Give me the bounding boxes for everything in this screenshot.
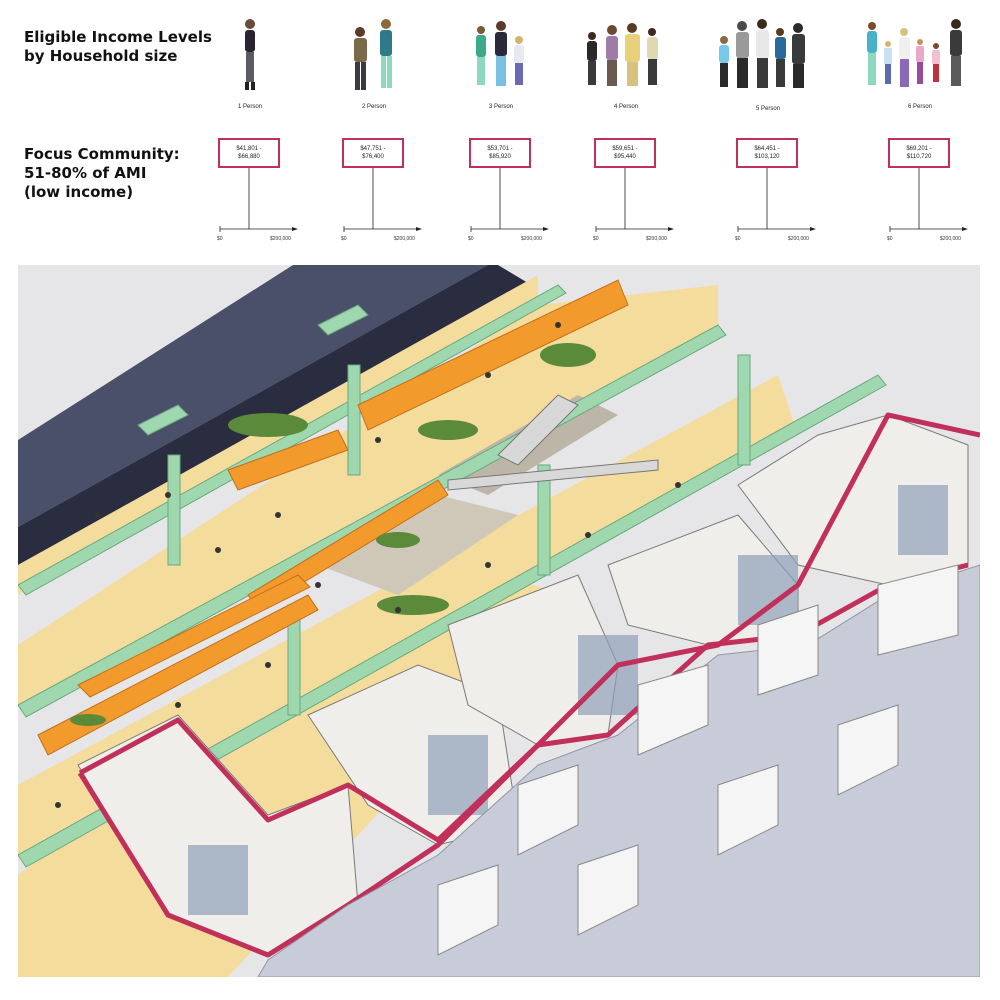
income-range-text: $53,701 - $85,920 bbox=[487, 146, 513, 160]
axonometric-building-section bbox=[18, 265, 980, 977]
axis-max-label: $200,000 bbox=[394, 236, 415, 242]
income-axis bbox=[470, 168, 549, 232]
focus-community-title: Focus Community: 51-80% of AMI (low inco… bbox=[24, 145, 180, 201]
income-range-box: $47,751 - $76,400 bbox=[342, 138, 404, 168]
income-range-box: $69,201 - $110,720 bbox=[888, 138, 950, 168]
income-range-text: $59,651 - $95,440 bbox=[612, 146, 638, 160]
person-group-2-icon bbox=[354, 19, 392, 90]
axis-max-label: $200,000 bbox=[270, 236, 291, 242]
income-axis bbox=[219, 168, 298, 232]
escalator bbox=[447, 394, 659, 491]
income-axis bbox=[889, 168, 968, 232]
axis-max-label: $200,000 bbox=[646, 236, 667, 242]
axis-min-label: $0 bbox=[735, 236, 741, 242]
income-range-text: $41,801 - $66,880 bbox=[236, 146, 262, 160]
household-column-2: 2 Person $47,751 - $76,400 $0 $200,000 bbox=[314, 0, 434, 250]
person-group-3-icon bbox=[476, 21, 524, 86]
household-label: 4 Person bbox=[613, 104, 638, 110]
household-column-6: 6 Person $69,201 - $110,720 $0 $200,000 bbox=[860, 0, 980, 250]
income-range-box: $59,651 - $95,440 bbox=[594, 138, 656, 168]
income-axis bbox=[343, 168, 422, 232]
income-range-box: $64,451 - $103,120 bbox=[736, 138, 798, 168]
axis-min-label: $0 bbox=[887, 236, 893, 242]
orange-walkway-railings bbox=[37, 279, 629, 756]
household-label: 6 Person bbox=[907, 104, 932, 110]
household-column-4: 4 Person $59,651 - $95,440 $0 $200,000 bbox=[566, 0, 686, 250]
income-range-box: $53,701 - $85,920 bbox=[469, 138, 531, 168]
income-axis bbox=[595, 168, 674, 232]
unit-glazing bbox=[188, 485, 948, 915]
people-figures bbox=[55, 322, 681, 808]
axis-min-label: $0 bbox=[217, 236, 223, 242]
household-label: 1 Person bbox=[237, 104, 262, 110]
axis-max-label: $200,000 bbox=[788, 236, 809, 242]
atrium-void bbox=[318, 495, 518, 595]
affordable-housing-outline-lower bbox=[77, 562, 969, 958]
person-group-4-icon bbox=[587, 23, 658, 86]
axis-min-label: $0 bbox=[341, 236, 347, 242]
income-range-text: $47,751 - $76,400 bbox=[360, 146, 386, 160]
household-column-5: 5 Person $64,451 - $103,120 $0 $200,000 bbox=[708, 0, 828, 250]
income-levels-title: Eligible Income Levels by Household size bbox=[24, 28, 212, 65]
person-group-6-icon bbox=[867, 19, 962, 87]
person-group-1-icon bbox=[245, 19, 255, 90]
income-range-text: $69,201 - $110,720 bbox=[906, 146, 932, 160]
axis-max-label: $200,000 bbox=[940, 236, 961, 242]
household-label: 5 Person bbox=[755, 106, 780, 112]
income-axis bbox=[737, 168, 816, 232]
household-column-1: 1 Person $41,801 - $66,880 $0 $200,000 bbox=[190, 0, 310, 250]
household-column-3: 3 Person $53,701 - $85,920 $0 $200,000 bbox=[441, 0, 561, 250]
income-range-text: $64,451 - $103,120 bbox=[754, 146, 780, 160]
income-range-box: $41,801 - $66,880 bbox=[218, 138, 280, 168]
balcony-fins bbox=[437, 564, 959, 956]
household-label: 3 Person bbox=[488, 104, 513, 110]
deck-level-2 bbox=[18, 285, 718, 705]
person-group-5-icon bbox=[719, 19, 805, 88]
household-label: 2 Person bbox=[361, 104, 386, 110]
axis-min-label: $0 bbox=[593, 236, 599, 242]
axis-min-label: $0 bbox=[468, 236, 474, 242]
axis-max-label: $200,000 bbox=[521, 236, 542, 242]
